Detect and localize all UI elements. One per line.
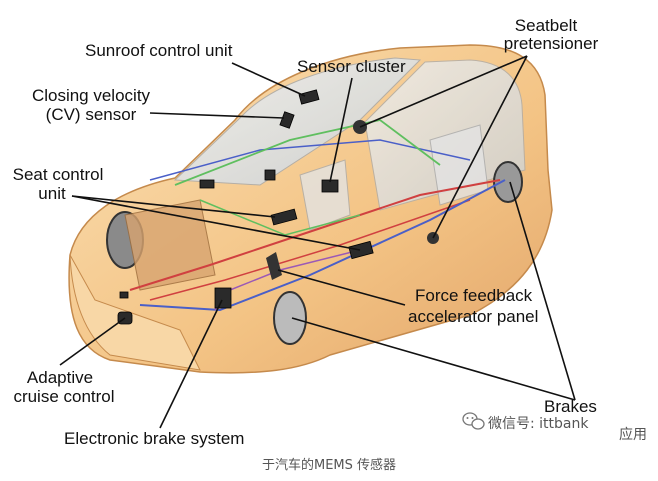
label-acc-2: cruise control	[13, 387, 114, 406]
label-seatbelt-2: pretensioner	[504, 34, 599, 53]
watermark: 微信号: ittbank 应用	[463, 413, 647, 443]
seat-unit-1	[200, 180, 214, 188]
label-seat-1: Seat control	[13, 165, 104, 184]
label-sunroof: Sunroof control unit	[85, 41, 233, 60]
center-unit	[265, 170, 275, 180]
watermark-text: 微信号: ittbank	[488, 416, 589, 432]
label-cv-1: Closing velocity	[32, 86, 151, 105]
label-cv-2: (CV) sensor	[46, 105, 137, 124]
label-brakes: Brakes	[544, 397, 597, 416]
watermark-suffix: 应用	[619, 426, 647, 443]
label-ebs: Electronic brake system	[64, 429, 244, 448]
front-wheel-right	[274, 292, 306, 344]
label-force-2: accelerator panel	[408, 307, 538, 326]
caption: 于汽车的MEMS 传感器	[262, 457, 396, 473]
label-seat-2: unit	[38, 184, 66, 203]
label-sensor-cluster: Sensor cluster	[297, 57, 406, 76]
leader-brakes-2	[292, 318, 575, 400]
brake-system-unit	[215, 288, 231, 308]
label-force-1: Force feedback	[415, 286, 533, 305]
label-seatbelt-1: Seatbelt	[515, 16, 578, 35]
label-acc-1: Adaptive	[27, 368, 93, 387]
front-sensor	[120, 292, 128, 298]
wechat-icon	[463, 413, 484, 429]
rear-wheel	[494, 162, 522, 202]
